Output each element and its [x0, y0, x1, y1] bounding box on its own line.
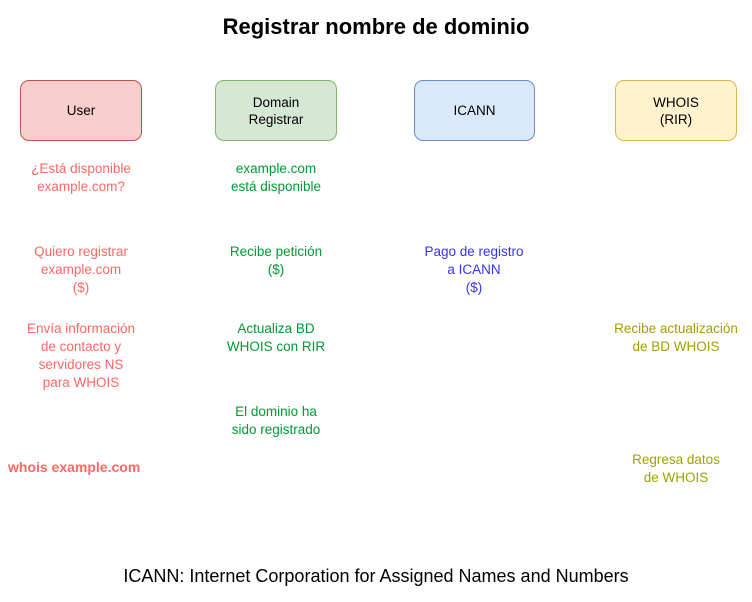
step-whois-receives-db-update: Recibe actualización de BD WHOIS — [614, 321, 738, 354]
footer-icann-definition: ICANN: Internet Corporation for Assigned… — [123, 566, 629, 586]
step-registrar-domain-available: example.com está disponible — [230, 161, 322, 194]
actor-box-icann: ICANN — [414, 80, 535, 141]
page-title: Registrar nombre de dominio — [222, 14, 530, 39]
step-whois-returns-data: Regresa datos de WHOIS — [632, 452, 720, 485]
step-user-whois-command: whois example.com — [8, 459, 141, 475]
actor-box-domain-registrar: Domain Registrar — [215, 80, 337, 141]
step-user-availability-question: ¿Está disponible example.com? — [31, 161, 131, 194]
step-user-register-request: Quiero registrar example.com ($) — [34, 244, 128, 295]
step-registrar-domain-registered: El dominio ha sido registrado — [231, 404, 321, 437]
actor-box-user: User — [20, 80, 142, 141]
step-user-send-contact-info: Envía información de contacto y servidor… — [26, 321, 136, 390]
step-icann-registration-payment: Pago de registro a ICANN ($) — [424, 244, 524, 295]
step-registrar-receives-request: Recibe petición ($) — [229, 244, 323, 277]
actor-box-whois-rir: WHOIS (RIR) — [615, 80, 737, 141]
step-registrar-updates-whois-db: Actualiza BD WHOIS con RIR — [226, 321, 326, 354]
